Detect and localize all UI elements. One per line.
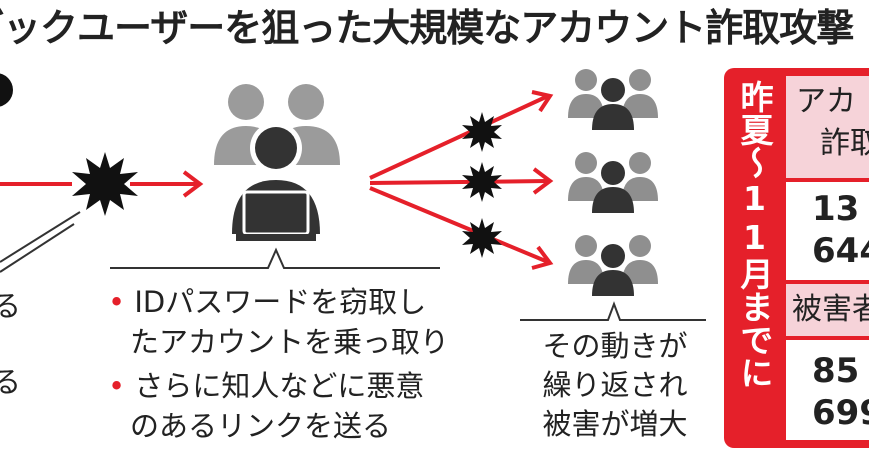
left-caption-line: る: [0, 365, 22, 399]
laptop-icon: [236, 190, 316, 241]
group-icon: [568, 69, 658, 130]
bullet-item: • IDパスワードを窃取し: [108, 282, 449, 322]
stats-header-victims: 被害者: [786, 284, 869, 336]
stats-value-victims: 85 699: [786, 340, 869, 440]
stats-header-line: 詐取: [820, 126, 869, 161]
callout-pointer: [0, 211, 81, 273]
stats-value-line: 13: [812, 189, 860, 229]
incoming-arrow-icon: [0, 170, 204, 198]
left-caption-line: る: [0, 289, 22, 323]
bullet-line: IDパスワードを窃取し: [134, 285, 427, 319]
bullet-item: • さらに知人などに悪意: [108, 366, 449, 406]
bullet-line: たアカウントを乗っ取り: [130, 325, 450, 359]
bullet-dot-icon: •: [108, 285, 126, 319]
hacker-bullet-list: • IDパスワードを窃取し たアカウントを乗っ取り • さらに知人などに悪意 の…: [108, 282, 449, 446]
diagram-title: ブックユーザーを狙った大規模なアカウント詐取攻撃: [0, 2, 869, 54]
burst-icon: [72, 152, 138, 216]
stats-header-line: アカ: [796, 84, 856, 119]
bullet-dot-icon: •: [108, 369, 126, 403]
period-label: 昨夏〜11月までに: [735, 80, 774, 389]
victims-caption-line: その動きが: [542, 329, 688, 363]
title-text: ブックユーザーを狙った大規模なアカウント詐取攻撃: [0, 6, 854, 50]
bullet-line: さらに知人などに悪意: [134, 369, 425, 403]
burst-icon: [462, 112, 502, 258]
victims-caption-line: 被害が増大: [542, 407, 688, 441]
victims-caption-line: 繰り返され: [542, 368, 688, 402]
group-icon: [568, 235, 658, 296]
stats-header-accounts: アカ 詐取: [786, 76, 869, 178]
bullet-line: のあるリンクを送る: [130, 409, 392, 443]
victims-caption: その動きが 繰り返され 被害が増大: [528, 327, 702, 444]
stats-value-line: 644: [812, 231, 869, 271]
step-marker-icon: [0, 73, 13, 107]
stats-value-line: 85: [812, 351, 860, 391]
group-icon: [568, 152, 658, 213]
stats-header-line: 被害者: [792, 292, 869, 327]
stats-value-accounts: 13 644: [786, 182, 869, 280]
outgoing-arrows: [369, 90, 554, 270]
hacker-caption-bracket: [110, 247, 440, 269]
stats-value-line: 699: [812, 393, 869, 433]
victims-caption-bracket: [520, 301, 706, 321]
